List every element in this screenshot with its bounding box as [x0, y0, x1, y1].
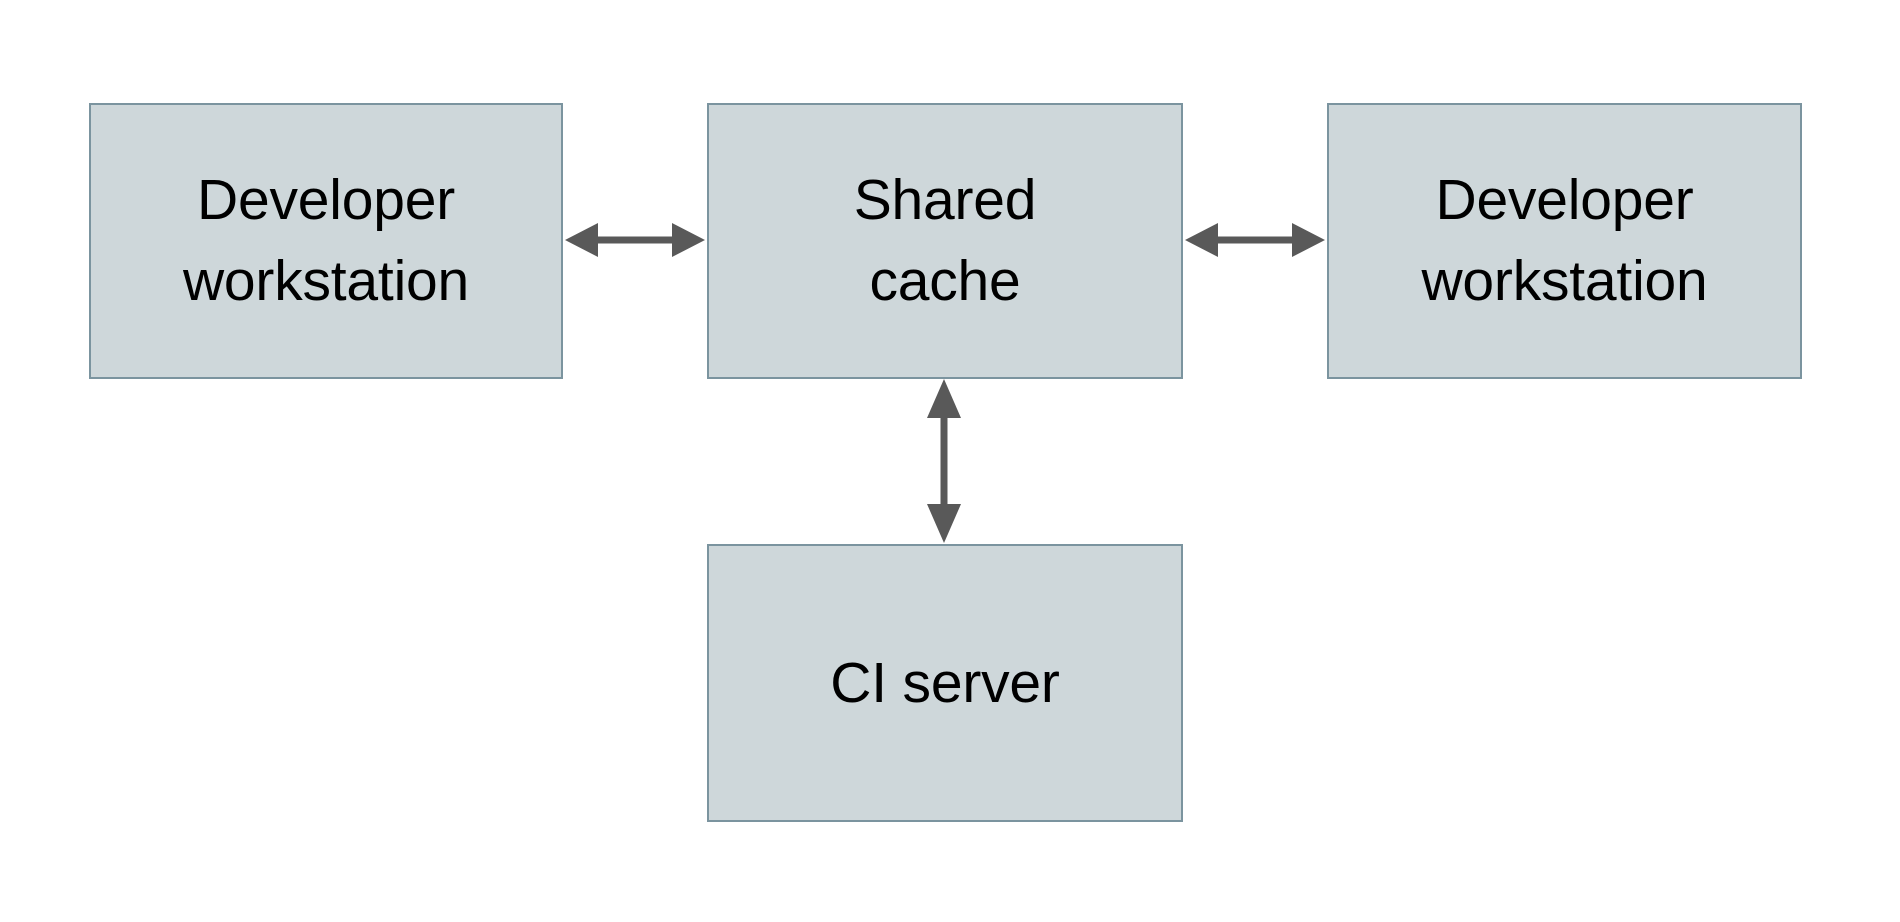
- node-label: Developer workstation: [182, 168, 470, 313]
- double-headed-arrow-icon: [1185, 223, 1325, 257]
- node-ci-server[interactable]: CI server: [707, 544, 1183, 822]
- node-label: CI server: [830, 650, 1060, 715]
- connector-shared-cache-to-ci-server[interactable]: [916, 376, 972, 546]
- node-developer-workstation-left[interactable]: Developer workstation: [89, 103, 563, 379]
- node-label: Shared cache: [853, 168, 1037, 313]
- double-headed-arrow-icon: [565, 223, 705, 257]
- node-shared-cache[interactable]: Shared cache: [707, 103, 1183, 379]
- double-headed-arrow-icon: [927, 379, 961, 543]
- connector-shared-cache-to-developer-right[interactable]: [1180, 212, 1330, 268]
- node-label: Developer workstation: [1421, 168, 1708, 313]
- connector-developer-left-to-shared-cache[interactable]: [560, 212, 710, 268]
- node-developer-workstation-right[interactable]: Developer workstation: [1327, 103, 1802, 379]
